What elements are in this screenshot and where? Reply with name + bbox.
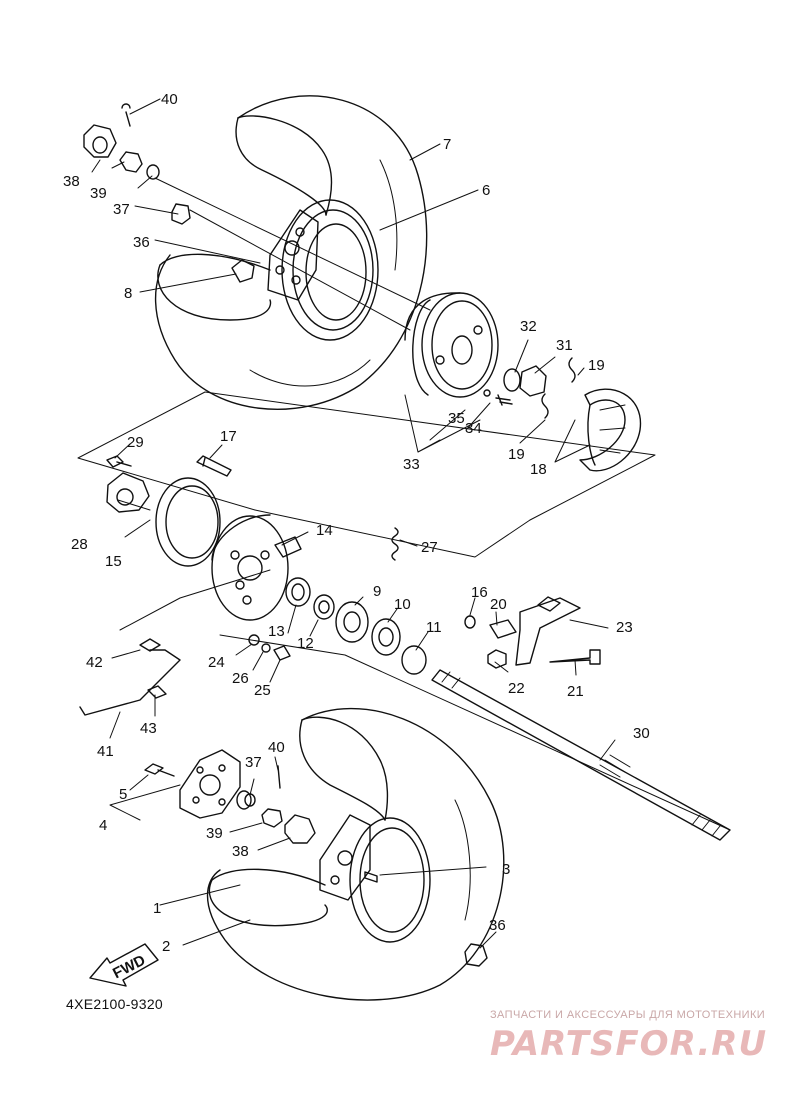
part-label: 39: [206, 825, 223, 842]
fwd-arrow-icon: FWD: [89, 943, 159, 987]
part-label: 30: [633, 725, 650, 742]
part-14-cam-lever: [274, 536, 302, 558]
part-label: 19: [508, 446, 525, 463]
part-34-bolt: [495, 394, 513, 406]
part-37-washer: [146, 164, 160, 180]
part-38-cap-nut: [83, 124, 117, 158]
watermark-tagline: ЗАПЧАСТИ И АКСЕССУАРЫ ДЛЯ МОТОТЕХНИКИ: [490, 1009, 766, 1021]
part-label: 22: [508, 680, 525, 697]
part-32-oring: [503, 368, 521, 392]
lower-rim: [319, 814, 431, 943]
part-label: 5: [119, 786, 127, 803]
part-label: 23: [616, 619, 633, 636]
part-30-axle: [431, 669, 731, 841]
backing-plate: [211, 514, 289, 621]
part-4-hub: [179, 749, 241, 819]
part-label: 42: [86, 654, 103, 671]
upper-rim: [267, 199, 379, 341]
part-label: 40: [161, 91, 178, 108]
part-label: 16: [471, 584, 488, 601]
part-label: 10: [394, 596, 411, 613]
part-label: 28: [71, 536, 88, 553]
part-label: 20: [490, 596, 507, 613]
part-label: 38: [232, 843, 249, 860]
part-label: 18: [530, 461, 547, 478]
valve-stem: [231, 259, 255, 283]
part-40-cotter-pin: [121, 103, 131, 127]
part-label: 13: [268, 623, 285, 640]
part-36b-nut: [464, 943, 488, 967]
part-label: 37: [245, 754, 262, 771]
part-label: 29: [127, 434, 144, 451]
part-25-bolt: [273, 645, 291, 661]
part-label: 3: [502, 861, 510, 878]
part-28-gasket: [106, 472, 150, 513]
part-16-oring: [464, 615, 476, 629]
part-label: 38: [63, 173, 80, 190]
part-27-spring: [391, 527, 399, 561]
part-labels: 40 7 6 38 39 37 36 8 32 31 19 35 34 33 1…: [63, 91, 650, 955]
part-label: 15: [105, 553, 122, 570]
part-42-pin: [139, 638, 161, 652]
hub-outline-box: [77, 391, 656, 521]
part-label: 37: [113, 201, 130, 218]
part-label: 35: [448, 410, 465, 427]
diagram-code: 4XE2100-9320: [66, 996, 164, 1012]
leader-lines: [91, 98, 616, 949]
part-label: 9: [373, 583, 381, 600]
part-label: 21: [567, 683, 584, 700]
upper-tire: [154, 95, 428, 410]
part-label: 14: [316, 522, 333, 539]
part-5-bolt: [144, 763, 175, 777]
part-39b-nut: [261, 808, 283, 828]
part-label: 36: [133, 234, 150, 251]
part-label: 25: [254, 682, 271, 699]
part-label: 8: [124, 285, 132, 302]
spring-19a: [568, 357, 576, 383]
part-31-collar: [519, 365, 547, 397]
part-label: 17: [220, 428, 237, 445]
part-36-nut: [171, 203, 191, 225]
part-label: 40: [268, 739, 285, 756]
part-label: 33: [403, 456, 420, 473]
brake-drum: [404, 292, 499, 398]
watermark-logo: PARTSFOR.RU: [490, 1024, 768, 1064]
part-label: 39: [90, 185, 107, 202]
part-label: 19: [588, 357, 605, 374]
part-label: 4: [99, 817, 107, 834]
part-43-clip: [147, 685, 167, 699]
part-label: 34: [465, 420, 482, 437]
part-label: 1: [153, 900, 161, 917]
brake-shoes: [579, 388, 642, 472]
part-label: 11: [426, 619, 442, 636]
part-38b-cap-nut: [284, 814, 316, 844]
part-label: 7: [443, 136, 451, 153]
part-label: 24: [208, 654, 225, 671]
part-29-bolt: [106, 455, 132, 468]
part-label: 12: [297, 635, 314, 652]
part-label: 41: [97, 743, 114, 760]
part-label: 32: [520, 318, 537, 335]
part-20-plate: [489, 619, 517, 639]
part-15-seal: [155, 477, 221, 567]
part-label: 31: [556, 337, 573, 354]
part-23-arm: [515, 597, 581, 666]
part-label: 43: [140, 720, 157, 737]
lower-tire: [206, 707, 505, 1001]
part-22-nut: [487, 649, 507, 669]
part-41-brake-rod: [79, 649, 181, 716]
part-26-washer: [261, 643, 271, 653]
part-21-bolt: [549, 649, 601, 665]
part-label: 2: [162, 938, 170, 955]
part-label: 6: [482, 182, 490, 199]
part-17-bolt: [196, 455, 232, 477]
part-label: 36: [489, 917, 506, 934]
part-39-nut: [119, 151, 143, 173]
spring-19b: [541, 393, 549, 419]
part-label: 27: [421, 539, 438, 556]
part-label: 26: [232, 670, 249, 687]
bearings: [285, 577, 427, 675]
part-35-washer: [483, 389, 491, 397]
